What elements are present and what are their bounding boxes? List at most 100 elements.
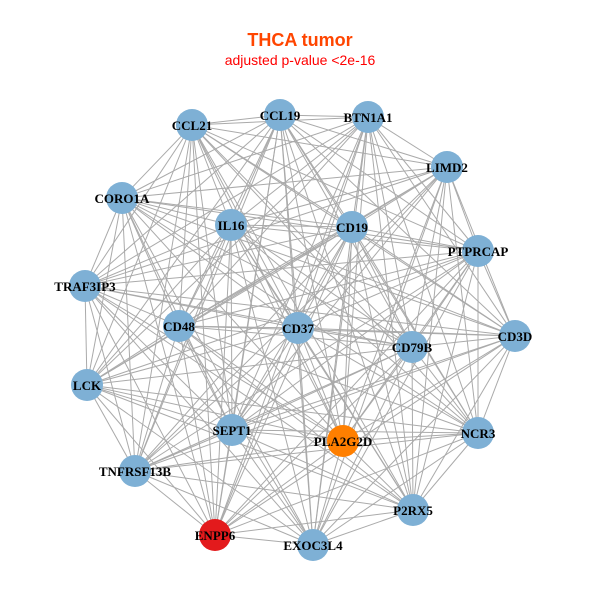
node-circle[interactable] bbox=[199, 519, 231, 551]
node-label: CCL21 bbox=[172, 118, 212, 133]
edge-SEPT1-PLA2G2D bbox=[231, 429, 344, 442]
node-LIMD2[interactable]: LIMD2 bbox=[426, 151, 468, 183]
node-CD48[interactable]: CD48 bbox=[163, 310, 195, 342]
node-TNFRSF13B[interactable]: TNFRSF13B bbox=[99, 455, 172, 487]
edge-TRAF3IP3-LCK bbox=[84, 285, 88, 386]
node-NCR3[interactable]: NCR3 bbox=[461, 417, 496, 449]
edge-LCK-ENPP6 bbox=[86, 384, 216, 536]
edge-TRAF3IP3-SEPT1 bbox=[84, 285, 233, 431]
edge-CD48-TNFRSF13B bbox=[134, 325, 180, 472]
node-circle[interactable] bbox=[163, 310, 195, 342]
edge-CD19-LCK bbox=[86, 226, 353, 386]
edge-CD19-CD37 bbox=[297, 226, 353, 329]
edge-CORO1A-CD3D bbox=[121, 197, 516, 337]
node-circle[interactable] bbox=[106, 182, 138, 214]
node-circle[interactable] bbox=[176, 109, 208, 141]
edge-CCL21-CD79B bbox=[191, 124, 413, 348]
edge-CD37-EXOC3L4 bbox=[297, 327, 314, 546]
node-circle[interactable] bbox=[327, 425, 359, 457]
edge-CD3D-P2RX5 bbox=[412, 335, 516, 511]
edge-CD48-LCK bbox=[86, 325, 180, 386]
edge-CD48-ENPP6 bbox=[178, 325, 216, 536]
edge-CD37-SEPT1 bbox=[231, 327, 299, 431]
edge-CD19-CD79B bbox=[351, 226, 413, 348]
edge-CCL21-CORO1A bbox=[121, 124, 193, 199]
node-BTN1A1[interactable]: BTN1A1 bbox=[343, 101, 393, 133]
edge-CORO1A-CD37 bbox=[121, 197, 299, 329]
edge-CCL19-CORO1A bbox=[121, 114, 281, 199]
node-circle[interactable] bbox=[215, 209, 247, 241]
node-circle[interactable] bbox=[282, 312, 314, 344]
node-circle[interactable] bbox=[264, 99, 296, 131]
edge-TRAF3IP3-ENPP6 bbox=[84, 285, 216, 536]
node-TRAF3IP3[interactable]: TRAF3IP3 bbox=[54, 270, 116, 302]
edge-CCL21-PTPRCAP bbox=[191, 124, 479, 252]
edge-IL16-TRAF3IP3 bbox=[84, 224, 232, 287]
node-circle[interactable] bbox=[499, 320, 531, 352]
edge-CCL21-SEPT1 bbox=[191, 124, 233, 431]
node-label: TRAF3IP3 bbox=[54, 279, 116, 294]
node-label: SEPT1 bbox=[212, 423, 251, 438]
node-label: CD48 bbox=[163, 319, 195, 334]
figure-title: THCA tumor bbox=[247, 30, 353, 50]
node-circle[interactable] bbox=[336, 211, 368, 243]
edge-LIMD2-CORO1A bbox=[121, 166, 448, 199]
edge-PLA2G2D-EXOC3L4 bbox=[312, 440, 344, 546]
node-circle[interactable] bbox=[71, 369, 103, 401]
edge-BTN1A1-P2RX5 bbox=[367, 116, 414, 511]
edge-CD3D-ENPP6 bbox=[214, 335, 516, 536]
node-label: NCR3 bbox=[461, 426, 496, 441]
edge-LIMD2-NCR3 bbox=[446, 166, 479, 434]
node-SEPT1[interactable]: SEPT1 bbox=[212, 414, 252, 446]
node-label: CD19 bbox=[336, 220, 368, 235]
edge-CCL19-TNFRSF13B bbox=[134, 114, 281, 472]
edge-CORO1A-EXOC3L4 bbox=[121, 197, 314, 546]
node-circle[interactable] bbox=[396, 331, 428, 363]
edge-TRAF3IP3-CD79B bbox=[84, 285, 413, 348]
node-label: CD79B bbox=[392, 340, 433, 355]
node-CD79B[interactable]: CD79B bbox=[392, 331, 433, 363]
edge-NCR3-ENPP6 bbox=[214, 432, 479, 536]
node-ENPP6[interactable]: ENPP6 bbox=[195, 519, 236, 551]
edge-CD79B-LCK bbox=[86, 346, 413, 386]
node-circle[interactable] bbox=[397, 494, 429, 526]
node-EXOC3L4[interactable]: EXOC3L4 bbox=[283, 529, 343, 561]
node-PLA2G2D[interactable]: PLA2G2D bbox=[314, 425, 373, 457]
edge-IL16-CD79B bbox=[230, 224, 413, 348]
node-circle[interactable] bbox=[431, 151, 463, 183]
node-circle[interactable] bbox=[352, 101, 384, 133]
node-circle[interactable] bbox=[216, 414, 248, 446]
edge-CORO1A-PTPRCAP bbox=[121, 197, 479, 252]
node-CD37[interactable]: CD37 bbox=[282, 312, 314, 344]
node-label: BTN1A1 bbox=[343, 110, 392, 125]
edge-CD19-ENPP6 bbox=[214, 226, 353, 536]
edge-SEPT1-EXOC3L4 bbox=[231, 429, 314, 546]
edge-CD79B-TNFRSF13B bbox=[134, 346, 413, 472]
node-circle[interactable] bbox=[119, 455, 151, 487]
edge-SEPT1-TNFRSF13B bbox=[134, 429, 233, 472]
node-CD19[interactable]: CD19 bbox=[336, 211, 368, 243]
node-PTPRCAP[interactable]: PTPRCAP bbox=[448, 235, 509, 267]
node-circle[interactable] bbox=[462, 417, 494, 449]
edge-PTPRCAP-EXOC3L4 bbox=[312, 250, 479, 546]
node-circle[interactable] bbox=[69, 270, 101, 302]
edge-CCL21-TRAF3IP3 bbox=[84, 124, 193, 287]
node-LCK[interactable]: LCK bbox=[71, 369, 103, 401]
edge-CD79B-P2RX5 bbox=[411, 346, 414, 511]
node-IL16[interactable]: IL16 bbox=[215, 209, 247, 241]
node-label: PLA2G2D bbox=[314, 434, 373, 449]
node-P2RX5[interactable]: P2RX5 bbox=[393, 494, 433, 526]
node-label: EXOC3L4 bbox=[283, 538, 343, 553]
node-circle[interactable] bbox=[297, 529, 329, 561]
edge-IL16-NCR3 bbox=[230, 224, 479, 434]
node-CORO1A[interactable]: CORO1A bbox=[95, 182, 151, 214]
edge-TRAF3IP3-CD48 bbox=[84, 285, 180, 327]
node-CD3D[interactable]: CD3D bbox=[498, 320, 533, 352]
edge-CORO1A-CD48 bbox=[121, 197, 180, 327]
node-label: CD3D bbox=[498, 329, 533, 344]
node-CCL21[interactable]: CCL21 bbox=[172, 109, 212, 141]
node-circle[interactable] bbox=[462, 235, 494, 267]
node-CCL19[interactable]: CCL19 bbox=[260, 99, 301, 131]
edge-CD37-LCK bbox=[86, 327, 299, 386]
edge-CD79B-CD3D bbox=[411, 335, 516, 348]
